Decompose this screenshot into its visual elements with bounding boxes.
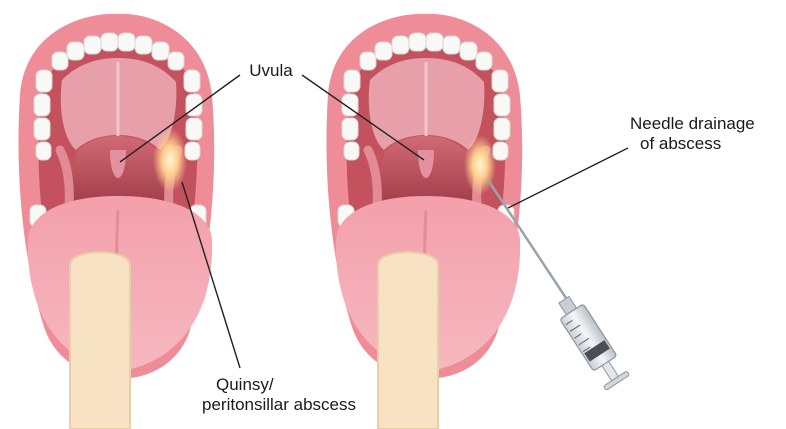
tongue-depressor <box>378 252 438 429</box>
mouth-left <box>18 14 214 429</box>
needle-drainage-label: Needle drainage of abscess <box>630 114 755 154</box>
needle-drainage-line-2: of abscess <box>630 134 755 154</box>
needle-drainage-line-1: Needle drainage <box>630 114 755 134</box>
uvula-label: Uvula <box>240 61 302 81</box>
quinsy-label: Quinsy/ peritonsillar abscess <box>202 375 356 415</box>
needle-leader <box>508 148 628 208</box>
tongue-depressor <box>70 252 130 429</box>
quinsy-line-1: Quinsy/ <box>202 375 356 395</box>
quinsy-line-2: peritonsillar abscess <box>202 395 356 415</box>
mouth-right <box>326 14 629 429</box>
